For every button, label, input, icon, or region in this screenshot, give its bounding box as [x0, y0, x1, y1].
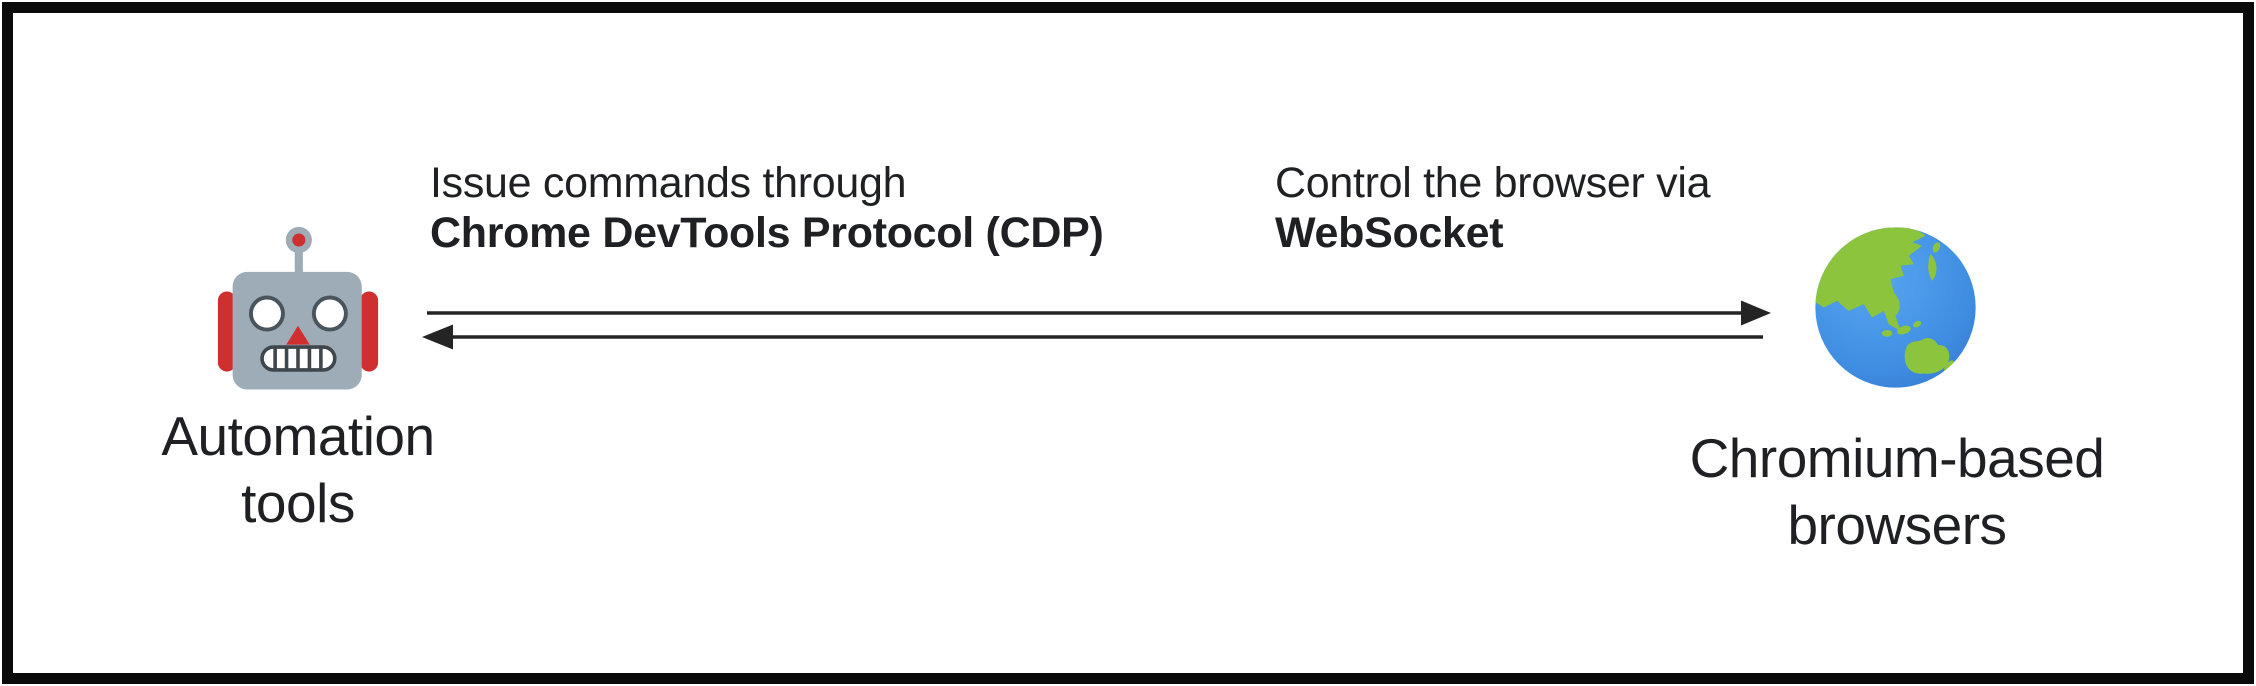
robot-nose — [286, 325, 310, 345]
arrow-left-head-icon — [422, 324, 453, 350]
reverse-edge-label: Control the browser via WebSocket — [1275, 158, 1711, 258]
arrow-right-head-icon — [1741, 300, 1771, 326]
globe-landmass — [1815, 227, 1954, 374]
forward-edge-label: Issue commands through Chrome DevTools P… — [430, 158, 1104, 258]
bidirectional-arrows — [422, 300, 1771, 350]
forward-edge-text-bold: Chrome DevTools Protocol (CDP) — [430, 209, 1104, 257]
robot-antenna-stem — [294, 248, 303, 275]
robot-eye-left — [248, 295, 285, 332]
robot-eye-right — [311, 295, 348, 332]
reverse-edge-text: Control the browser via — [1275, 159, 1711, 207]
left-node-label: Automation tools — [118, 403, 478, 537]
left-node-label-line2: tools — [241, 472, 355, 534]
left-node-label-line1: Automation — [161, 405, 435, 467]
right-node-label-line1: Chromium-based — [1689, 427, 2105, 489]
forward-edge-text: Issue commands through — [430, 159, 907, 207]
globe-icon — [1815, 227, 1976, 388]
right-node-label: Chromium-based browsers — [1657, 425, 2137, 559]
robot-ear-right — [360, 291, 379, 372]
robot-mouth-teeth — [273, 347, 323, 370]
arrow-right — [427, 300, 1771, 326]
right-node-label-line2: browsers — [1787, 494, 2007, 556]
robot-icon — [217, 226, 379, 390]
robot-ear-left — [217, 291, 236, 372]
reverse-edge-text-bold: WebSocket — [1275, 209, 1504, 257]
arrow-left — [422, 324, 1763, 350]
